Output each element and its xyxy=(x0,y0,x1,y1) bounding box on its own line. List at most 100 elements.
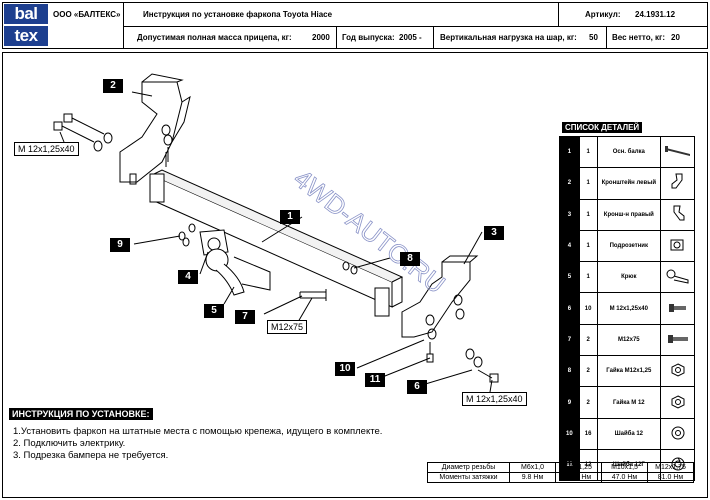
part-name: Шайба 12 xyxy=(596,417,662,450)
part-number: 2 xyxy=(559,167,580,200)
instruction-step: 2. Подключить электрику. xyxy=(13,438,126,449)
part-quantity: 1 xyxy=(578,261,598,294)
part-badge-3: 3 xyxy=(484,226,504,240)
header: bal tex ООО «БАЛТЕКС» Инструкция по уста… xyxy=(2,2,708,49)
part-number: 4 xyxy=(559,229,580,263)
year-value: 2005 - xyxy=(399,33,422,42)
part-name: Осн. балка xyxy=(596,135,662,169)
part-number: 9 xyxy=(559,386,580,419)
part-quantity: 1 xyxy=(578,198,598,231)
instructions-list: 1.Установить фаркоп на штатные места с п… xyxy=(13,426,382,462)
part-badge-5: 5 xyxy=(204,304,224,318)
part-quantity: 16 xyxy=(578,417,598,450)
part-quantity: 10 xyxy=(578,292,598,325)
baltex-logo: bal tex xyxy=(4,4,48,47)
torque-cell: 9.8 Нм xyxy=(509,472,556,483)
vertical-load-value: 50 xyxy=(589,33,598,42)
torque-row-label: Моменты затяжки xyxy=(427,472,510,483)
torque-diameter-row: Диаметр резьбы M6x1,0 M8x1,25 M10x1,5 M1… xyxy=(427,462,694,473)
logo-line-1: bal xyxy=(4,4,48,24)
part-name: Кронш-н правый xyxy=(596,198,662,231)
part-name: Крюк xyxy=(596,261,662,294)
bolt-callout-right: M 12x1,25x40 xyxy=(462,392,527,406)
torque-cell: 81.0 Нм xyxy=(647,472,694,483)
torque-cell: M10x1,5 xyxy=(601,462,648,473)
logo-line-2: tex xyxy=(4,26,48,46)
part-number: 7 xyxy=(559,323,580,357)
part-badge-2: 2 xyxy=(103,79,123,93)
article-value: 24.1931.12 xyxy=(635,10,676,19)
part-number: 6 xyxy=(559,292,580,325)
torque-table: Диаметр резьбы M6x1,0 M8x1,25 M10x1,5 M1… xyxy=(427,462,694,483)
part-badge-4: 4 xyxy=(178,270,198,284)
part-quantity: 1 xyxy=(578,135,598,169)
assembly-drawing: 4WD-AUTO.RU 2 1 3 9 8 4 5 7 10 11 6 M 12… xyxy=(2,52,708,408)
washer-icon xyxy=(671,426,685,442)
nut-icon xyxy=(671,394,685,411)
part-quantity: 2 xyxy=(578,355,598,388)
part-badge-1: 1 xyxy=(280,210,300,224)
instructions-title: ИНСТРУКЦИЯ ПО УСТАНОВКЕ: xyxy=(9,408,153,420)
part-number: 5 xyxy=(559,261,580,294)
part-quantity: 1 xyxy=(578,229,598,263)
company-name: ООО «БАЛТЕКС» xyxy=(53,10,121,19)
max-mass-value: 2000 xyxy=(312,33,330,42)
towbar-exploded-view: 4WD-AUTO.RU xyxy=(53,73,499,393)
part-name: Гайка М 12 xyxy=(596,386,662,419)
beam-icon xyxy=(664,146,692,160)
parts-list-title: СПИСОК ДЕТАЛЕЙ xyxy=(562,122,643,133)
hook-icon xyxy=(666,269,690,286)
net-weight-value: 20 xyxy=(671,33,680,42)
part-badge-9: 9 xyxy=(110,238,130,252)
part-name: Гайка М12х1,25 xyxy=(596,355,662,388)
bolt-long-icon xyxy=(667,334,689,347)
part-number: 3 xyxy=(559,198,580,231)
nut-icon xyxy=(671,363,685,379)
bracket-left-icon xyxy=(668,173,688,194)
part-badge-10: 10 xyxy=(335,362,355,376)
part-quantity: 2 xyxy=(578,323,598,357)
part-badge-6: 6 xyxy=(407,380,427,394)
net-weight-label: Вес нетто, кг: xyxy=(612,33,666,42)
article-label: Артикул: xyxy=(585,10,621,19)
part-number: 1 xyxy=(559,135,580,169)
part-name: Подрозетник xyxy=(596,229,662,263)
part-quantity: 1 xyxy=(578,167,598,200)
vertical-load-label: Вертикальная нагрузка на шар, кг: xyxy=(440,33,577,42)
instruction-step: 3. Подрезка бампера не требуется. xyxy=(13,450,169,461)
instruction-step: 1.Установить фаркоп на штатные места с п… xyxy=(13,426,383,437)
torque-cell: 47.0 Нм xyxy=(601,472,648,483)
torque-cell: M8x1,25 xyxy=(555,462,602,473)
bolt-callout-middle: M12x75 xyxy=(267,320,308,334)
part-number: 10 xyxy=(559,417,580,450)
part-badge-11: 11 xyxy=(365,373,385,387)
bolt-callout-left: M 12x1,25x40 xyxy=(14,142,79,156)
torque-cell: M12x1,75 xyxy=(647,462,694,473)
part-quantity: 2 xyxy=(578,386,598,419)
bolt-icon xyxy=(668,303,688,316)
socket-holder-icon xyxy=(668,239,688,255)
torque-value-row: Моменты затяжки 9.8 Нм 24.0 Нм 47.0 Нм 8… xyxy=(427,472,694,483)
part-name: Кронштейн левый xyxy=(596,167,662,200)
torque-cell: M6x1,0 xyxy=(509,462,556,473)
torque-row-label: Диаметр резьбы xyxy=(427,462,510,473)
page-title: Инструкция по установке фаркопа Toyota H… xyxy=(143,10,333,19)
part-badge-8: 8 xyxy=(400,252,420,266)
part-name: М12х75 xyxy=(596,323,662,357)
max-mass-label: Допустимая полная масса прицепа, кг: xyxy=(137,33,292,42)
bracket-right-icon xyxy=(668,205,688,226)
year-label: Год выпуска: xyxy=(342,33,395,42)
torque-cell: 24.0 Нм xyxy=(555,472,602,483)
part-badge-7: 7 xyxy=(235,310,255,324)
part-number: 8 xyxy=(559,355,580,388)
